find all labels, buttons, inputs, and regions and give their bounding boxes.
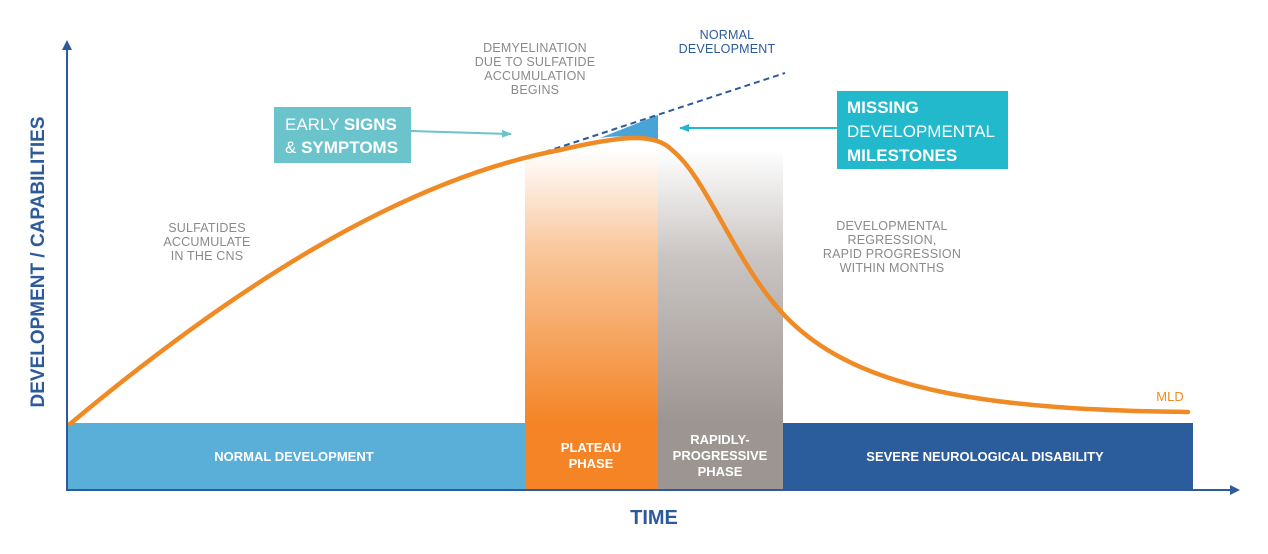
regression-note: DEVELOPMENTAL REGRESSION, RAPID PROGRESS… — [823, 219, 961, 275]
svg-text:PLATEAU: PLATEAU — [561, 440, 621, 455]
svg-text:DEVELOPMENT: DEVELOPMENT — [679, 42, 776, 56]
rapid-column — [658, 150, 783, 423]
early-signs-arrow — [410, 129, 512, 138]
label-plateau: PLATEAU PHASE — [561, 440, 621, 471]
svg-text:RAPID PROGRESSION: RAPID PROGRESSION — [823, 247, 961, 261]
svg-text:MISSING: MISSING — [847, 98, 919, 117]
early-signs-box — [274, 107, 411, 163]
svg-text:RAPIDLY-: RAPIDLY- — [690, 432, 749, 447]
development-gap-wedge — [600, 115, 658, 142]
x-axis-title: TIME — [630, 507, 678, 529]
svg-text:PHASE: PHASE — [698, 464, 743, 479]
missing-milestones-callout: MISSING DEVELOPMENTAL MILESTONES — [679, 91, 1008, 169]
svg-text:PHASE: PHASE — [569, 456, 614, 471]
svg-text:WITHIN MONTHS: WITHIN MONTHS — [840, 261, 945, 275]
svg-text:NORMAL: NORMAL — [700, 28, 755, 42]
normal-development-line — [544, 72, 786, 153]
svg-text:ACCUMULATE: ACCUMULATE — [163, 235, 250, 249]
mld-curve-label: MLD — [1156, 389, 1183, 404]
band-plateau — [525, 423, 658, 489]
label-normal-development: NORMAL DEVELOPMENT — [214, 449, 373, 464]
y-axis-title: DEVELOPMENT / CAPABILITIES — [28, 116, 49, 407]
svg-text:IN THE CNS: IN THE CNS — [171, 249, 244, 263]
svg-text:SULFATIDES: SULFATIDES — [168, 221, 245, 235]
svg-text:& SYMPTOMS: & SYMPTOMS — [285, 138, 398, 157]
svg-text:DEMYELINATION: DEMYELINATION — [483, 41, 587, 55]
label-severe: SEVERE NEUROLOGICAL DISABILITY — [866, 449, 1104, 464]
plateau-column — [525, 150, 658, 423]
sulfatides-note: SULFATIDES ACCUMULATE IN THE CNS — [163, 221, 250, 263]
svg-text:BEGINS: BEGINS — [511, 83, 559, 97]
svg-text:DEVELOPMENTAL: DEVELOPMENTAL — [847, 122, 995, 141]
svg-text:DUE TO SULFATIDE: DUE TO SULFATIDE — [475, 55, 596, 69]
svg-text:REGRESSION,: REGRESSION, — [847, 233, 936, 247]
normal-development-note: NORMAL DEVELOPMENT — [679, 28, 776, 56]
svg-text:PROGRESSIVE: PROGRESSIVE — [673, 448, 768, 463]
mld-curve — [67, 135, 1191, 427]
label-rapid: RAPIDLY- PROGRESSIVE PHASE — [673, 432, 768, 479]
svg-text:EARLY SIGNS: EARLY SIGNS — [285, 115, 397, 134]
svg-text:DEVELOPMENTAL: DEVELOPMENTAL — [836, 219, 947, 233]
band-normal-development — [67, 423, 525, 489]
band-severe — [783, 423, 1193, 489]
svg-text:ACCUMULATION: ACCUMULATION — [484, 69, 585, 83]
missing-milestones-box — [837, 91, 1008, 169]
early-signs-callout: EARLY SIGNS & SYMPTOMS — [274, 107, 512, 163]
demyelination-note: DEMYELINATION DUE TO SULFATIDE ACCUMULAT… — [475, 41, 596, 97]
band-rapid — [658, 423, 783, 489]
svg-text:MILESTONES: MILESTONES — [847, 146, 957, 165]
